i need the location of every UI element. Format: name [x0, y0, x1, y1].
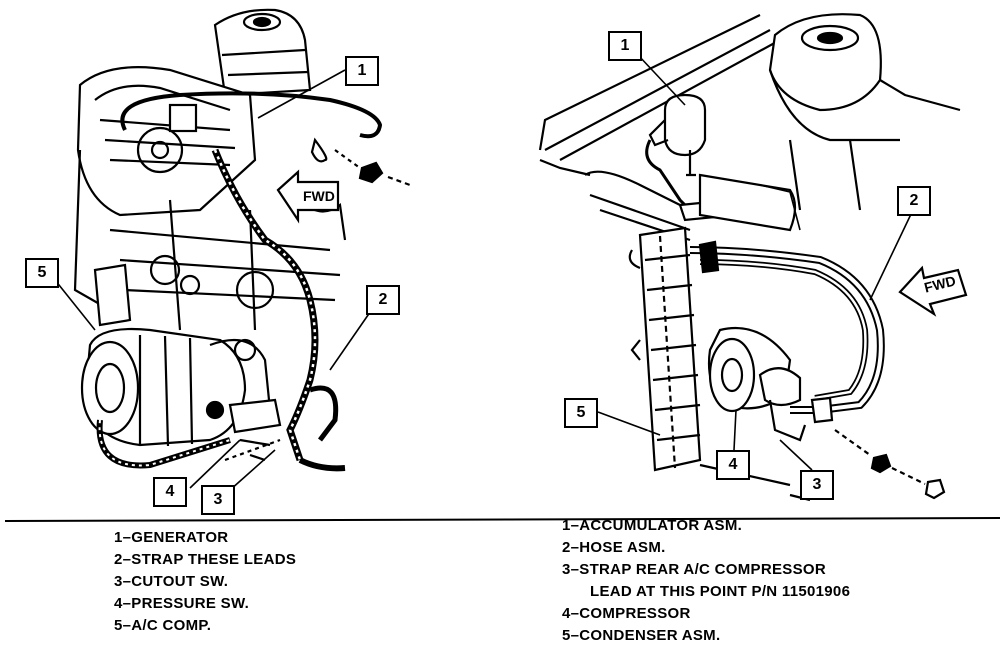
left-callout-1: 1 [345, 56, 379, 86]
left-legend-item-5: 5–A/C COMP. [114, 617, 212, 634]
left-callout-2: 2 [366, 285, 400, 315]
right-engine-drawing [538, 13, 968, 502]
left-fwd-label: FWD [303, 188, 335, 204]
left-callout-4: 4 [153, 477, 187, 507]
right-legend-item-3: 3–STRAP REAR A/C COMPRESSOR [562, 561, 826, 578]
right-legend-item-2: 2–HOSE ASM. [562, 539, 666, 556]
right-legend: 1–ACCUMULATOR ASM. 2–HOSE ASM. 3–STRAP R… [562, 515, 850, 647]
left-legend-item-3: 3–CUTOUT SW. [114, 573, 229, 590]
right-callout-3: 3 [800, 470, 834, 500]
right-legend-item-4: 4–COMPRESSOR [562, 605, 691, 622]
left-callout-5: 5 [25, 258, 59, 288]
left-callout-3: 3 [201, 485, 235, 515]
right-legend-item-3-cont: LEAD AT THIS POINT P/N 11501906 [590, 583, 851, 600]
right-callout-4: 4 [716, 450, 750, 480]
right-callout-1: 1 [608, 31, 642, 61]
right-callout-5: 5 [564, 398, 598, 428]
left-legend: 1–GENERATOR 2–STRAP THESE LEADS 3–CUTOUT… [114, 527, 296, 637]
legend-divider [4, 517, 1001, 522]
right-legend-item-5: 5–CONDENSER ASM. [562, 627, 721, 644]
left-engine-drawing [54, 8, 411, 491]
left-legend-item-1: 1–GENERATOR [114, 529, 229, 546]
left-legend-item-2: 2–STRAP THESE LEADS [114, 551, 297, 568]
right-callout-2: 2 [897, 186, 931, 216]
left-legend-item-4: 4–PRESSURE SW. [114, 595, 250, 612]
right-legend-item-1: 1–ACCUMULATOR ASM. [562, 517, 743, 534]
